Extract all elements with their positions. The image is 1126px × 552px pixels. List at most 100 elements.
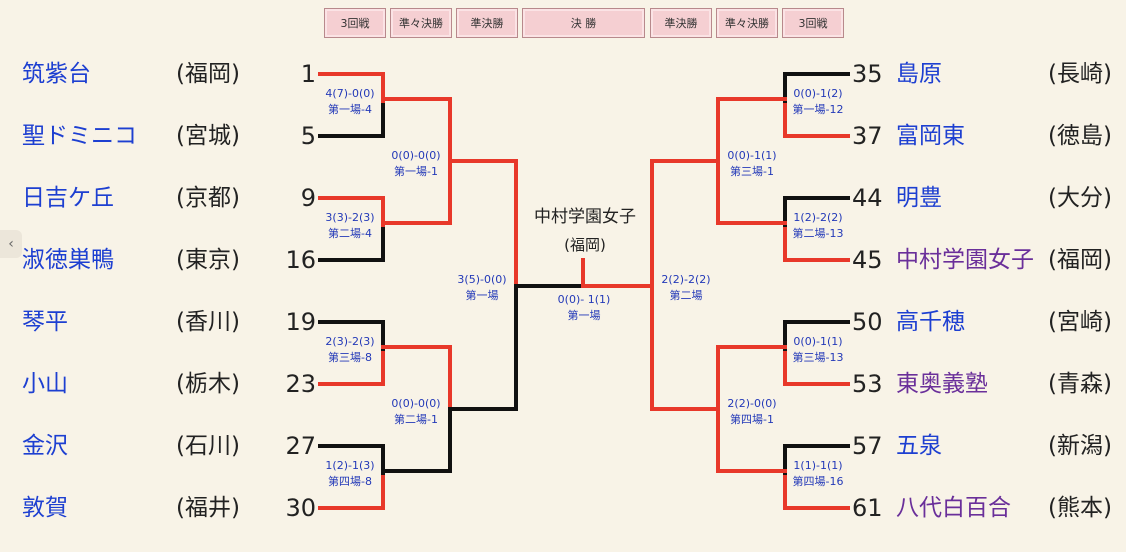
seed-number: 5 [300,122,316,150]
team-name[interactable]: 琴平 [22,309,68,335]
team-prefecture: (新潟) [1048,433,1112,459]
team-name[interactable]: 聖ドミニコ [22,123,137,149]
bracket-line [716,97,787,163]
seed-number: 50 [852,308,883,336]
collapse-chevron-icon[interactable]: ‹ [0,230,22,258]
team-name[interactable]: 淑徳巣鴨 [22,247,114,273]
team-name[interactable]: 日吉ケ丘 [22,185,114,211]
bracket-line [381,97,452,163]
team-name[interactable]: 金沢 [22,433,68,459]
seed-number: 35 [852,60,883,88]
round-tab-final[interactable]: 決 勝 [522,8,645,38]
bracket-line [716,345,787,411]
venue-text: 第三場-13 [792,351,844,364]
match-score: 0(0)-0(0) 第一場-1 [376,148,456,180]
bracket-line [783,196,850,231]
score-text: 0(0)-1(2) [793,87,843,100]
bracket-line [448,284,518,411]
score-text: 1(2)-2(2) [793,211,843,224]
score-text: 2(2)-2(2) [661,273,711,286]
bracket-line [318,196,385,231]
team-name[interactable]: 小山 [22,371,68,397]
round-tab-r-r3[interactable]: 準決勝 [650,8,712,38]
team-name[interactable]: 東奥義塾 [896,371,988,397]
bracket-line [318,72,385,107]
bracket-line [783,72,850,107]
venue-text: 第一場 [465,289,499,302]
team-prefecture: (長崎) [1048,61,1112,87]
team-prefecture: (福井) [176,495,240,521]
match-score: 0(0)-1(1)第三場-1 [712,148,792,180]
round-tab-r-r2[interactable]: 準々決勝 [716,8,778,38]
team-name[interactable]: 明豊 [896,185,942,211]
score-text: 0(0)-1(1) [793,335,843,348]
team-prefecture: (熊本) [1048,495,1112,521]
score-text: 0(0)- 1(1) [557,293,611,306]
seed-number: 27 [285,432,316,460]
team-prefecture: (青森) [1048,371,1112,397]
team-prefecture: (栃木) [176,371,240,397]
seed-number: 9 [300,184,316,212]
bracket-line [716,407,787,473]
team-name[interactable]: 富岡東 [896,123,965,149]
bracket-line [318,320,385,355]
bracket-line [783,320,850,355]
match-score: 0(0)-1(2)第一場-12 [778,86,858,118]
score-text: 2(3)-2(3) [325,335,375,348]
score-text: 4(7)-0(0) [325,87,375,100]
bracket-line [318,227,385,262]
round-tab-l-r1[interactable]: 3回戦 [324,8,386,38]
score-text: 1(2)-1(3) [325,459,375,472]
score-text: 1(1)-1(1) [793,459,843,472]
seed-number: 45 [852,246,883,274]
venue-text: 第二場-1 [394,413,438,426]
seed-number: 30 [285,494,316,522]
bracket-line [783,444,850,479]
bracket-line [783,475,850,510]
team-name[interactable]: 高千穂 [896,309,965,335]
venue-text: 第一場-1 [394,165,438,178]
match-score: 2(2)-0(0)第四場-1 [712,396,792,428]
seed-number: 16 [285,246,316,274]
bracket-line [318,444,385,479]
venue-text: 第四場-8 [328,475,372,488]
venue-text: 第二場 [669,289,703,302]
score-text: 0(0)-0(0) [391,149,441,162]
champion-pref: (福岡) [564,236,606,254]
team-prefecture: (大分) [1048,185,1112,211]
match-score: 2(3)-2(3)第三場-8 [310,334,390,366]
seed-number: 19 [285,308,316,336]
team-name[interactable]: 敦賀 [22,495,68,521]
venue-text: 第二場-4 [328,227,372,240]
match-score: 0(0)-0(0)第二場-1 [376,396,456,428]
bracket-line [318,351,385,386]
round-tab-l-r2[interactable]: 準々決勝 [390,8,452,38]
team-prefecture: (東京) [176,247,240,273]
team-name[interactable]: 五泉 [896,433,942,459]
seed-number: 1 [300,60,316,88]
team-prefecture: (京都) [176,185,240,211]
team-prefecture: (徳島) [1048,123,1112,149]
seed-number: 44 [852,184,883,212]
bracket-line [448,159,518,288]
match-score: 4(7)-0(0)第一場-4 [310,86,390,118]
seed-number: 53 [852,370,883,398]
venue-text: 第二場-13 [792,227,844,240]
team-prefecture: (石川) [176,433,240,459]
team-name[interactable]: 島原 [896,61,942,87]
bracket-line [783,227,850,262]
bracket-line [783,351,850,386]
team-name[interactable]: 筑紫台 [22,61,91,87]
venue-text: 第四場-16 [792,475,844,488]
bracket-line [381,407,452,473]
bracket-line [381,159,452,225]
round-tab-r-r1[interactable]: 3回戦 [782,8,844,38]
team-name[interactable]: 八代白百合 [896,495,1011,521]
team-name[interactable]: 中村学園女子 [896,247,1034,273]
champion-name: 中村学園女子 [534,207,636,227]
match-score: 1(2)-1(3) 第四場-8 [310,458,390,490]
round-header-bar: 3回戦 準々決勝 準決勝 決 勝 準決勝 準々決勝 3回戦 [0,8,1126,40]
seed-number: 23 [285,370,316,398]
round-tab-l-r3[interactable]: 準決勝 [456,8,518,38]
